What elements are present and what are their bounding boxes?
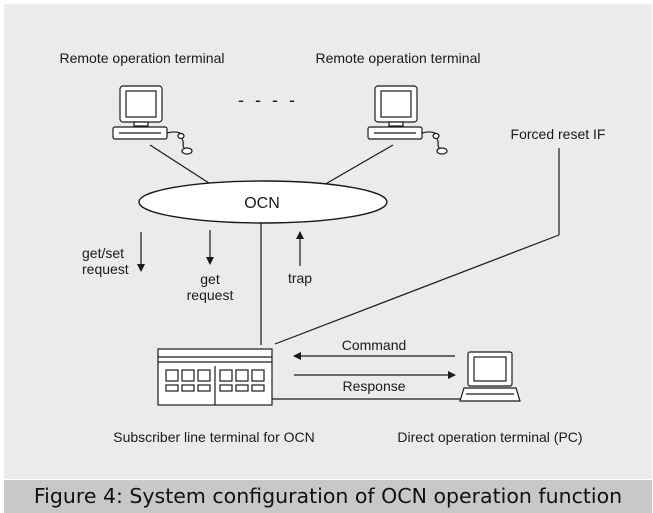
get-label-line1: get — [200, 271, 220, 287]
remote-terminal-right-computer-icon — [367, 85, 448, 155]
forced-reset-label: Forced reset IF — [511, 126, 606, 142]
get-set-label-line2: request — [82, 261, 129, 277]
ocn-network-ellipse — [138, 180, 388, 224]
get-label-line2: request — [187, 287, 234, 303]
command-label: Command — [342, 337, 407, 353]
direct-terminal-label: Direct operation terminal (PC) — [397, 429, 582, 445]
response-label: Response — [342, 378, 405, 394]
forced-reset-line-diagonal — [274, 234, 560, 345]
more-terminals-ellipsis: - - - - — [238, 90, 298, 110]
remote-terminal-right-label: Remote operation terminal — [316, 50, 481, 66]
ocn-label: OCN — [244, 195, 280, 212]
remote-terminal-left-computer-icon — [112, 85, 193, 155]
figure-caption: Figure 4: System configuration of OCN op… — [4, 480, 652, 513]
link-left-terminal-ocn — [149, 144, 213, 186]
remote-terminal-left-label: Remote operation terminal — [60, 50, 225, 66]
trap-label: trap — [288, 270, 312, 286]
subscriber-line-terminal-device-icon — [157, 348, 273, 406]
system-configuration-diagram: Remote operation terminal Remote operati… — [60, 50, 606, 445]
link-right-terminal-ocn — [321, 144, 394, 187]
get-set-label-line1: get/set — [82, 245, 124, 261]
diagram-canvas: Remote operation terminal Remote operati… — [4, 4, 652, 479]
direct-operation-terminal-laptop-icon — [459, 351, 521, 402]
subscriber-terminal-label: Subscriber line terminal for OCN — [113, 429, 315, 445]
